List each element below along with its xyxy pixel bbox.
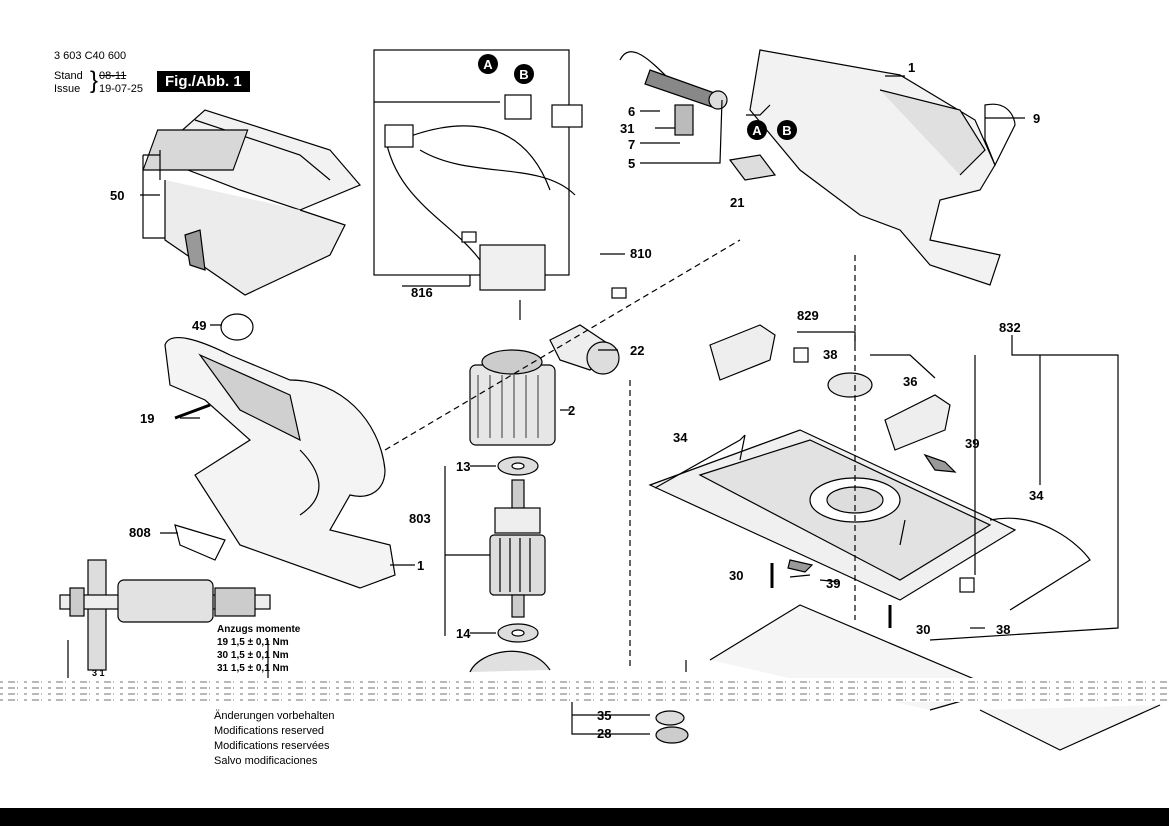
part-label-2: 2 bbox=[568, 403, 575, 418]
part-label-19: 19 bbox=[140, 411, 154, 426]
washer-35-part bbox=[655, 710, 685, 726]
fan-part bbox=[469, 650, 551, 673]
washer-28-part bbox=[655, 726, 689, 744]
part-label-6: 6 bbox=[628, 104, 635, 119]
part-label-30-right: 30 bbox=[916, 622, 930, 637]
switch-part bbox=[549, 324, 620, 375]
part-label-21: 21 bbox=[730, 195, 744, 210]
spring-right-part bbox=[989, 517, 1091, 611]
part-label-34-left: 34 bbox=[673, 430, 688, 445]
part-label-39-bottom: 39 bbox=[826, 576, 840, 591]
document-number: 3 603 C40 600 bbox=[54, 50, 127, 62]
svg-text:B: B bbox=[519, 67, 528, 82]
note-fr: Modifications reservées bbox=[214, 740, 330, 752]
part-label-38-top: 38 bbox=[823, 347, 837, 362]
part-label-7: 7 bbox=[628, 137, 635, 152]
svg-text:B: B bbox=[782, 123, 791, 138]
motor-housing-part bbox=[164, 313, 396, 589]
part-label-816: 816 bbox=[411, 285, 433, 300]
torque-title: Anzugs momente bbox=[217, 624, 301, 635]
dust-box-part bbox=[142, 109, 361, 296]
foot-clip-left-part bbox=[709, 324, 776, 381]
figure-badge: Fig./Abb. 1 bbox=[157, 71, 250, 92]
torque-row-30: 30 1,5 ± 0,1 Nm bbox=[217, 650, 289, 661]
part-label-808: 808 bbox=[129, 525, 151, 540]
note-es: Salvo modificaciones bbox=[214, 755, 318, 767]
part-label-9: 9 bbox=[1033, 111, 1040, 126]
callout-a2-circle: A bbox=[747, 120, 767, 140]
wiring-harness-part bbox=[384, 94, 627, 299]
callout-b2-circle: B bbox=[777, 120, 797, 140]
part-label-34-right: 34 bbox=[1029, 488, 1044, 503]
part-label-1-bottom: 1 bbox=[417, 558, 424, 573]
part-label-810: 810 bbox=[630, 246, 652, 261]
note-de: Änderungen vorbehalten bbox=[214, 710, 335, 722]
torque-row-19: 19 1,5 ± 0,1 Nm bbox=[217, 637, 289, 648]
part-label-22: 22 bbox=[630, 343, 644, 358]
issue-label: Issue bbox=[54, 83, 81, 95]
foot-clip-right-part bbox=[884, 394, 951, 451]
part-label-35: 35 bbox=[597, 708, 611, 723]
part-label-49: 49 bbox=[192, 318, 206, 333]
part-label-803: 803 bbox=[409, 511, 431, 526]
armature-side-view-part bbox=[59, 559, 271, 671]
seal-ring-part bbox=[827, 372, 873, 398]
stand-label: Stand bbox=[54, 70, 83, 82]
callout-b-circle: B bbox=[514, 64, 534, 84]
note-en: Modifications reserved bbox=[214, 725, 325, 737]
part-label-1-top: 1 bbox=[908, 60, 915, 75]
part-label-14: 14 bbox=[456, 626, 471, 641]
wiring-group-box bbox=[373, 49, 570, 276]
brace-icon: } bbox=[90, 67, 99, 94]
part-label-36: 36 bbox=[903, 374, 917, 389]
bottom-black-bar bbox=[0, 808, 1169, 826]
part-label-39-top: 39 bbox=[965, 436, 979, 451]
part-label-829: 829 bbox=[797, 308, 819, 323]
stator-part bbox=[469, 349, 556, 446]
stand-value: 08-11 bbox=[99, 70, 127, 82]
torque-table: Anzugs momente 19 1,5 ± 0,1 Nm 30 1,5 ± … bbox=[217, 623, 300, 675]
issue-value: 19-07-25 bbox=[99, 83, 144, 95]
svg-text:A: A bbox=[483, 57, 493, 72]
scan-noise-band bbox=[0, 678, 1169, 702]
part-label-30-left: 30 bbox=[729, 568, 743, 583]
callout-a-circle: A bbox=[478, 54, 498, 74]
part-label-50: 50 bbox=[110, 188, 124, 203]
part-label-5: 5 bbox=[628, 156, 635, 171]
spring-left-part bbox=[654, 434, 746, 489]
modification-notes: Änderungen vorbehalten Modifications res… bbox=[214, 709, 334, 769]
part-label-38-bottom: 38 bbox=[996, 622, 1010, 637]
torque-row-31: 31 1,5 ± 0,1 Nm bbox=[217, 663, 289, 674]
part-label-3-1-small: 3 1 bbox=[92, 668, 105, 678]
base-plate-part bbox=[648, 429, 1017, 601]
part-label-28: 28 bbox=[597, 726, 611, 741]
svg-text:A: A bbox=[752, 123, 762, 138]
part-label-31: 31 bbox=[620, 121, 634, 136]
housing-top-part bbox=[619, 49, 1016, 286]
armature-part bbox=[489, 479, 546, 618]
part-label-13: 13 bbox=[456, 459, 470, 474]
part-label-832: 832 bbox=[999, 320, 1021, 335]
